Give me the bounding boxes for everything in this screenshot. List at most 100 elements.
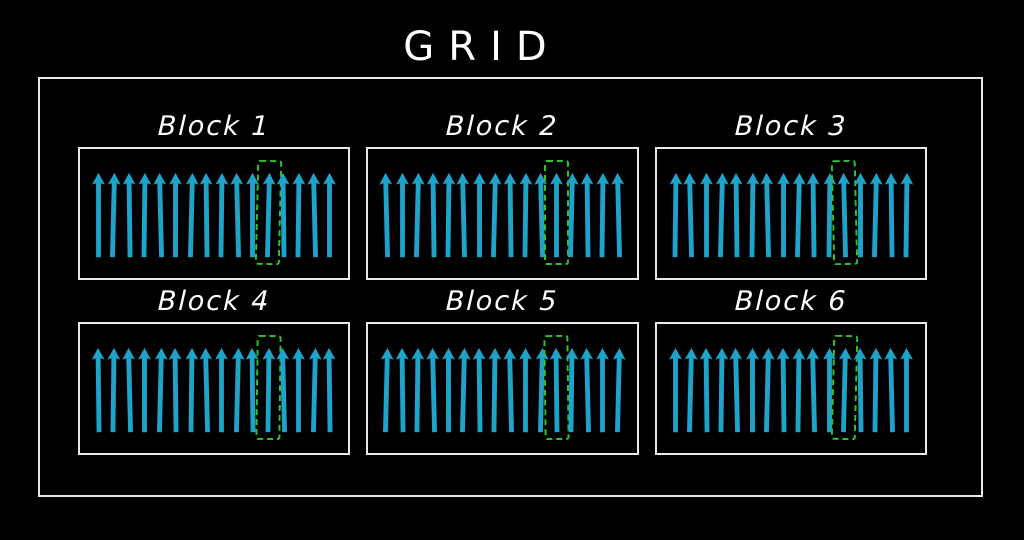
- arrow-up-icon: [322, 343, 338, 433]
- block-panel: Block 4: [78, 280, 351, 455]
- block-body: [78, 322, 351, 455]
- arrow-up-icon: [424, 343, 441, 433]
- arrow-up-icon: [394, 343, 410, 433]
- arrow-up-icon: [229, 168, 246, 258]
- arrow-up-icon: [579, 168, 595, 258]
- arrow-up-icon: [487, 343, 503, 433]
- arrow-up-icon: [291, 344, 306, 434]
- arrow-up-icon: [306, 168, 323, 258]
- arrow-up-icon: [198, 168, 214, 258]
- arrow-up-icon: [183, 343, 199, 433]
- arrow-up-icon: [776, 169, 791, 259]
- arrow-up-icon: [441, 344, 456, 434]
- arrow-up-icon: [899, 344, 914, 434]
- block-panel: Block 2: [366, 105, 639, 280]
- arrow-up-icon: [245, 343, 261, 433]
- block-title: Block 3: [733, 110, 848, 142]
- arrow-up-icon: [121, 168, 137, 258]
- arrow-up-icon: [182, 168, 199, 258]
- diagram-title: GRID: [403, 24, 561, 70]
- arrow-up-icon: [440, 168, 456, 258]
- arrow-up-icon: [853, 169, 868, 259]
- arrow-up-icon: [898, 168, 914, 258]
- highlighted-arrow-up-icon: [543, 159, 569, 265]
- arrow-up-icon: [682, 168, 699, 258]
- arrow-up-icon: [518, 168, 534, 258]
- arrow-up-icon: [276, 168, 292, 258]
- block-title: Block 6: [733, 285, 848, 317]
- highlighted-arrow-up-icon: [836, 168, 853, 258]
- arrow-up-icon: [759, 168, 776, 258]
- highlighted-arrow-up-icon: [548, 343, 564, 433]
- arrow-up-icon: [275, 343, 292, 433]
- arrow-up-icon: [759, 343, 776, 433]
- arrow-up-icon: [502, 168, 518, 258]
- arrow-up-icon: [306, 343, 323, 433]
- arrow-up-icon: [291, 168, 307, 258]
- block-panel: Block 5: [366, 280, 639, 455]
- highlighted-arrow-up-icon: [260, 343, 276, 433]
- block-body: [366, 322, 639, 455]
- highlighted-arrow-up-icon: [836, 343, 853, 433]
- arrow-up-icon: [564, 343, 580, 433]
- block-title: Block 4: [157, 285, 272, 317]
- arrow-up-icon: [455, 343, 472, 433]
- block-panel: Block 1: [78, 105, 351, 280]
- arrow-up-icon: [532, 343, 549, 433]
- arrow-up-icon: [137, 168, 153, 258]
- arrow-up-icon: [198, 343, 215, 433]
- arrow-up-icon: [595, 168, 611, 258]
- arrow-up-icon: [595, 344, 610, 434]
- arrow-up-icon: [698, 343, 714, 433]
- arrow-up-icon: [667, 168, 683, 258]
- arrow-up-icon: [699, 169, 714, 259]
- arrow-up-icon: [121, 343, 138, 433]
- arrow-up-icon: [322, 169, 337, 259]
- block-panel: Block 6: [654, 280, 927, 455]
- arrow-up-icon: [729, 168, 745, 258]
- arrow-up-icon: [745, 344, 760, 434]
- arrow-up-icon: [790, 343, 806, 433]
- arrow-up-icon: [775, 343, 791, 433]
- arrow-up-icon: [806, 168, 822, 258]
- arrow-up-icon: [425, 168, 441, 258]
- arrow-up-icon: [821, 168, 837, 258]
- arrow-up-icon: [152, 168, 169, 258]
- arrow-up-icon: [90, 343, 106, 433]
- arrow-up-icon: [168, 343, 184, 433]
- arrow-up-icon: [852, 343, 868, 433]
- arrow-up-icon: [713, 343, 729, 433]
- arrow-up-icon: [229, 343, 246, 433]
- arrow-up-icon: [152, 343, 169, 433]
- block-title: Block 5: [445, 285, 560, 317]
- arrow-up-icon: [728, 343, 745, 433]
- arrow-up-icon: [883, 168, 899, 258]
- arrow-up-icon: [610, 168, 627, 258]
- arrow-up-icon: [106, 343, 122, 433]
- block-panel: Block 3: [654, 105, 927, 280]
- arrow-up-icon: [682, 343, 699, 433]
- block-body: [654, 322, 927, 455]
- arrow-up-icon: [518, 344, 533, 434]
- arrow-up-icon: [867, 168, 884, 258]
- arrow-up-icon: [105, 168, 122, 258]
- block-body: [654, 147, 927, 280]
- block-title: Block 1: [157, 110, 272, 142]
- arrow-up-icon: [532, 168, 549, 258]
- arrow-up-icon: [822, 344, 837, 434]
- arrow-up-icon: [579, 343, 596, 433]
- arrow-up-icon: [668, 344, 683, 434]
- block-title: Block 2: [445, 110, 560, 142]
- arrow-up-icon: [214, 344, 229, 434]
- arrow-up-icon: [610, 343, 627, 433]
- arrow-up-icon: [805, 343, 822, 433]
- arrow-up-icon: [214, 168, 230, 258]
- arrow-up-icon: [472, 169, 487, 259]
- arrow-up-icon: [378, 168, 395, 258]
- arrow-up-icon: [486, 168, 503, 258]
- arrow-up-icon: [91, 169, 106, 259]
- arrow-up-icon: [502, 343, 519, 433]
- arrow-up-icon: [868, 343, 884, 433]
- arrow-up-icon: [744, 168, 760, 258]
